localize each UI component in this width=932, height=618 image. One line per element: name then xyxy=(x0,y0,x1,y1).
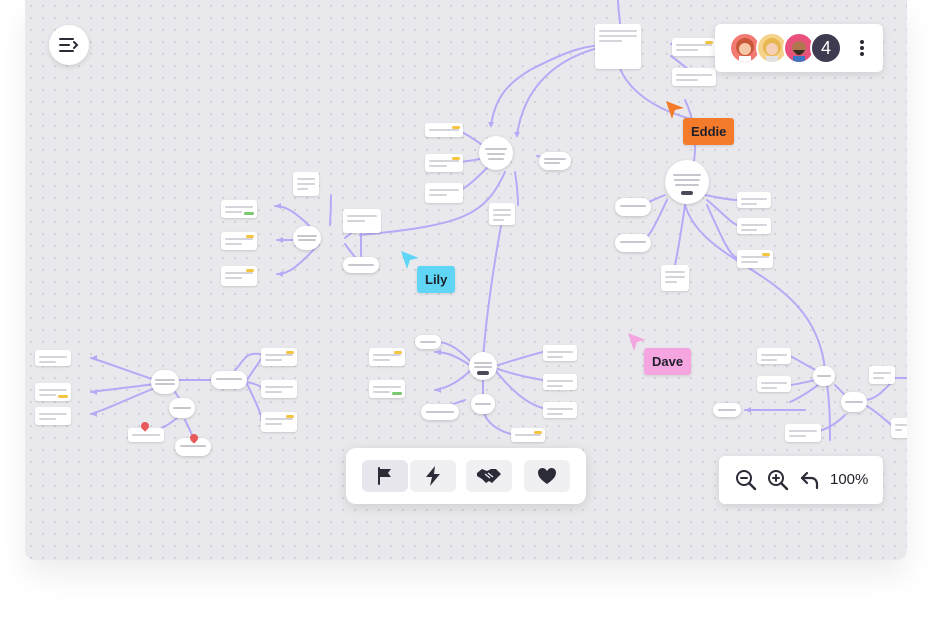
zoom-level-text: 100% xyxy=(830,471,869,488)
topic-card[interactable] xyxy=(369,380,405,398)
topic-card[interactable] xyxy=(737,192,771,208)
topic-card[interactable] xyxy=(543,402,577,418)
hub-node[interactable] xyxy=(421,404,459,420)
hub-node[interactable] xyxy=(615,234,651,252)
more-options-icon[interactable] xyxy=(857,38,867,58)
topic-card[interactable] xyxy=(293,172,319,196)
hub-node[interactable] xyxy=(713,403,741,417)
topic-card[interactable] xyxy=(343,209,381,233)
hub-node[interactable] xyxy=(293,226,321,250)
topic-card[interactable] xyxy=(891,418,907,438)
hub-node[interactable] xyxy=(151,370,179,394)
flag-icon xyxy=(378,467,391,485)
topic-card[interactable] xyxy=(128,428,164,442)
cursor-arrow-icon xyxy=(401,251,419,269)
avatar[interactable] xyxy=(783,32,815,64)
topic-card[interactable] xyxy=(757,376,791,392)
hub-node[interactable] xyxy=(813,366,835,386)
zoom-out-icon xyxy=(736,470,757,491)
topic-card[interactable] xyxy=(757,348,791,364)
topic-card[interactable] xyxy=(261,348,297,366)
topic-card[interactable] xyxy=(511,428,545,442)
topic-card[interactable] xyxy=(737,250,773,268)
flag-button[interactable] xyxy=(362,460,408,492)
topic-card[interactable] xyxy=(261,380,297,398)
topic-card[interactable] xyxy=(737,218,771,234)
hub-node[interactable] xyxy=(175,438,211,456)
topic-card[interactable] xyxy=(672,38,716,56)
mindmap-canvas[interactable] xyxy=(25,0,907,560)
topic-card[interactable] xyxy=(369,348,405,366)
hub-node[interactable] xyxy=(665,160,709,204)
avatar-man-beard xyxy=(792,41,806,62)
topic-card[interactable] xyxy=(221,266,257,286)
topic-card[interactable] xyxy=(672,68,716,86)
topic-card[interactable] xyxy=(221,200,257,218)
hub-node[interactable] xyxy=(539,152,571,170)
avatar-woman-red-hair xyxy=(736,38,754,62)
menu-toggle-button[interactable] xyxy=(49,25,89,65)
topic-card[interactable] xyxy=(35,407,71,425)
topic-card[interactable] xyxy=(785,424,821,442)
handshake-icon xyxy=(477,469,501,483)
avatar[interactable] xyxy=(756,32,788,64)
cursor-label-eddie: Eddie xyxy=(683,118,735,145)
topic-card[interactable] xyxy=(221,232,257,250)
topic-card[interactable] xyxy=(543,345,577,361)
avatar-woman-blonde xyxy=(763,38,781,62)
topic-card[interactable] xyxy=(543,374,577,390)
topic-card-main[interactable] xyxy=(595,24,641,69)
heart-icon xyxy=(538,468,556,484)
undo-icon xyxy=(800,471,819,490)
zoom-out-button[interactable] xyxy=(734,468,758,492)
topic-card[interactable] xyxy=(869,366,895,384)
hub-node[interactable] xyxy=(211,371,247,389)
topic-card[interactable] xyxy=(425,123,463,137)
hub-node[interactable] xyxy=(343,257,379,273)
handshake-button[interactable] xyxy=(466,460,512,492)
avatar[interactable] xyxy=(729,32,761,64)
topic-card[interactable] xyxy=(35,350,71,366)
zoom-in-icon xyxy=(768,470,789,491)
hub-node[interactable] xyxy=(479,136,513,170)
reaction-toolbar xyxy=(346,448,586,504)
hub-node[interactable] xyxy=(841,392,867,412)
topic-card[interactable] xyxy=(35,383,71,401)
topic-card[interactable] xyxy=(661,265,689,291)
cursor-arrow-icon xyxy=(666,101,684,119)
hub-node[interactable] xyxy=(469,352,497,380)
lightning-icon xyxy=(426,466,440,486)
collapse-menu-icon xyxy=(59,38,79,52)
hub-node[interactable] xyxy=(169,398,195,418)
lightning-button[interactable] xyxy=(410,460,456,492)
topic-card[interactable] xyxy=(425,183,463,203)
collaborator-count[interactable]: 4 xyxy=(810,32,842,64)
hub-node[interactable] xyxy=(471,394,495,414)
hub-node[interactable] xyxy=(615,198,651,216)
cursor-label-lily: Lily xyxy=(417,266,456,293)
zoom-in-button[interactable] xyxy=(766,468,790,492)
topic-card[interactable] xyxy=(261,412,297,432)
collaborators-panel: 4 xyxy=(715,24,883,72)
topic-card[interactable] xyxy=(425,154,463,172)
zoom-controls: 100% xyxy=(719,456,883,504)
hub-node[interactable] xyxy=(415,335,441,349)
cursor-arrow-icon xyxy=(628,333,646,351)
cursor-label-dave: Dave xyxy=(644,348,692,375)
heart-button[interactable] xyxy=(524,460,570,492)
undo-button[interactable] xyxy=(798,468,822,492)
topic-card[interactable] xyxy=(489,203,515,225)
